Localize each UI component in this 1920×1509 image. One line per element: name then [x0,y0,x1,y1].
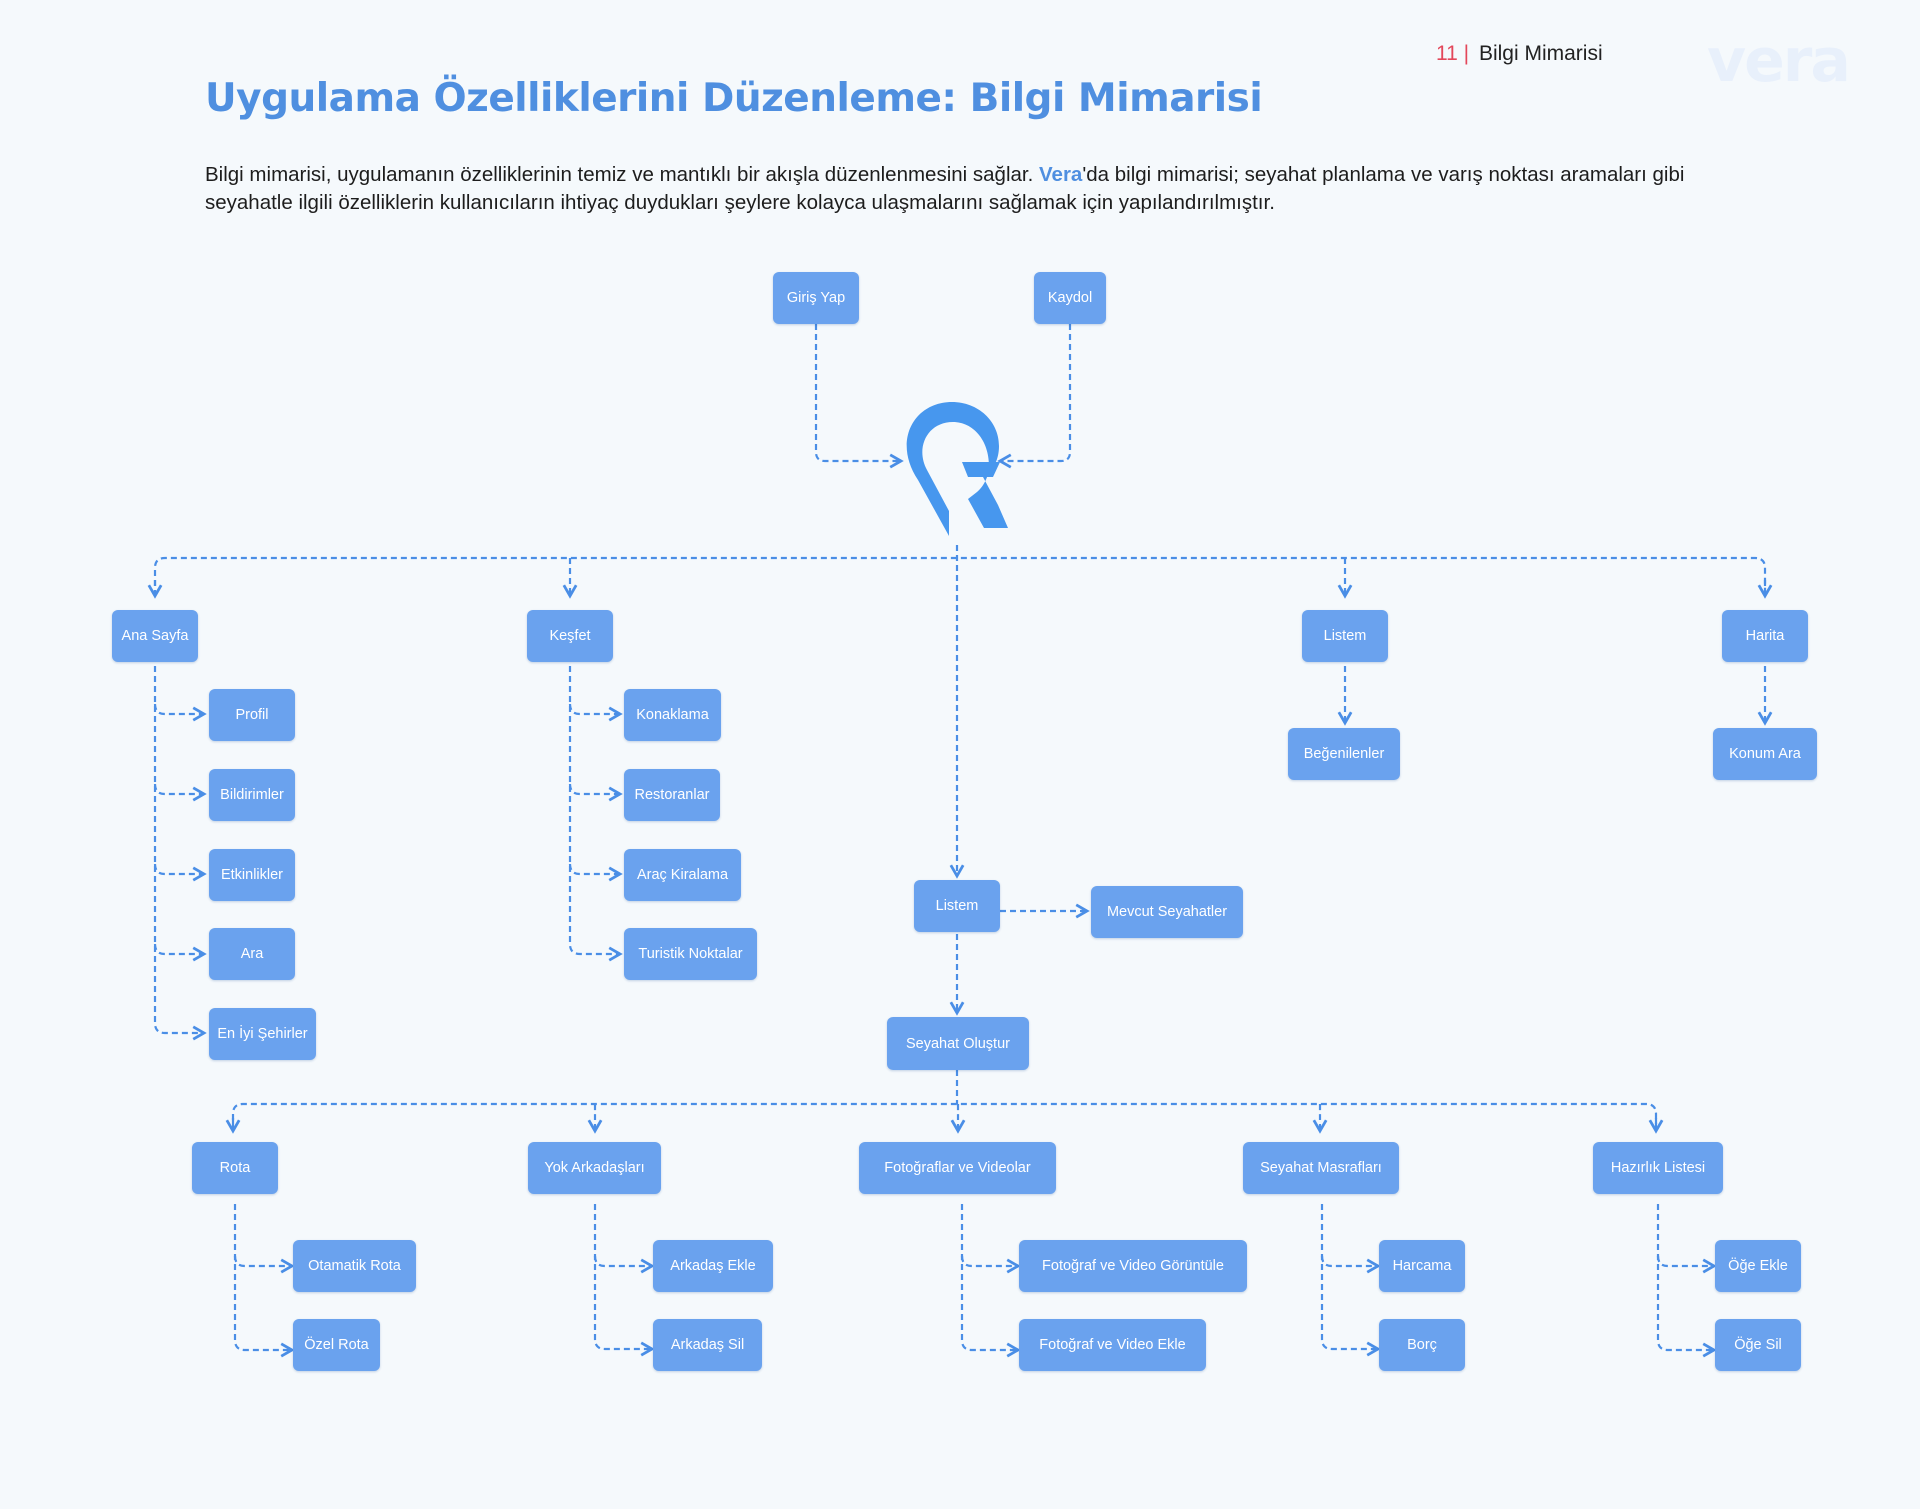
page-description: Bilgi mimarisi, uygulamanın özelliklerin… [205,161,1745,217]
node-kesfet[interactable]: Keşfet [527,610,613,662]
node-kaydol[interactable]: Kaydol [1034,272,1106,324]
node-foto-video-ekle[interactable]: Fotoğraf ve Video Ekle [1019,1319,1206,1371]
node-arac-kiralama[interactable]: Araç Kiralama [624,849,741,901]
vera-pin-logo-icon [906,402,1008,536]
node-ana-sayfa[interactable]: Ana Sayfa [112,610,198,662]
node-rota[interactable]: Rota [192,1142,278,1194]
node-seyahat-masraflari[interactable]: Seyahat Masrafları [1243,1142,1399,1194]
node-listem-center[interactable]: Listem [914,880,1000,932]
description-highlight: Vera [1039,163,1083,186]
node-restoranlar[interactable]: Restoranlar [624,769,720,821]
link-kesfet-tree [568,666,623,962]
node-borc[interactable]: Borç [1379,1319,1465,1371]
page-header: 11 | Bilgi Mimarisi [1436,42,1603,66]
link-masraf-tree [1320,1204,1381,1357]
link-kaydol-logo [997,324,1072,469]
description-text-1: Bilgi mimarisi, uygulamanın özelliklerin… [205,163,1040,186]
node-arkadas-ekle[interactable]: Arkadaş Ekle [653,1240,773,1292]
section-title: Bilgi Mimarisi [1478,42,1603,65]
node-ara[interactable]: Ara [209,928,295,980]
link-top-bus [153,556,1767,596]
node-mevcut-seyahatler[interactable]: Mevcut Seyahatler [1091,886,1243,938]
node-bildirimler[interactable]: Bildirimler [209,769,295,821]
link-ana-sayfa-tree [153,666,207,1041]
node-konaklama[interactable]: Konaklama [624,689,721,741]
node-harita[interactable]: Harita [1722,610,1808,662]
node-etkinlikler[interactable]: Etkinlikler [209,849,295,901]
node-hazirlik-listesi[interactable]: Hazırlık Listesi [1593,1142,1723,1194]
node-en-iyi-sehirler[interactable]: En İyi Şehirler [209,1008,316,1060]
brand-watermark-logo: vera [1707,26,1851,96]
node-yol-arkadaslari[interactable]: Yok Arkadaşları [528,1142,661,1194]
node-listem-top[interactable]: Listem [1302,610,1388,662]
link-giris-logo [814,324,904,469]
link-bottom-bus [231,1070,1658,1131]
node-otomatik-rota[interactable]: Otamatik Rota [293,1240,416,1292]
node-oge-ekle[interactable]: Öğe Ekle [1715,1240,1801,1292]
node-seyahat-olustur[interactable]: Seyahat Oluştur [887,1017,1029,1070]
link-hazirlik-tree [1656,1204,1717,1358]
node-arkadas-sil[interactable]: Arkadaş Sil [653,1319,762,1371]
node-giris-yap[interactable]: Giriş Yap [773,272,859,324]
node-konum-ara[interactable]: Konum Ara [1713,728,1817,780]
description-text-2: 'da bilgi mimarisi; seyahat planlama ve … [205,163,1685,214]
link-foto-tree [960,1204,1021,1358]
page-title: Uygulama Özelliklerini Düzenleme: Bilgi … [205,76,1263,121]
node-harcama[interactable]: Harcama [1379,1240,1465,1292]
page-number: 11 | [1436,42,1470,65]
node-ozel-rota[interactable]: Özel Rota [293,1319,380,1371]
link-rota-tree [233,1204,295,1358]
node-fotograflar-videolar[interactable]: Fotoğraflar ve Videolar [859,1142,1056,1194]
node-oge-sil[interactable]: Öğe Sil [1715,1319,1801,1371]
node-profil[interactable]: Profil [209,689,295,741]
link-yol-tree [593,1204,655,1357]
node-begenilenler[interactable]: Beğenilenler [1288,728,1400,780]
node-turistik-noktalar[interactable]: Turistik Noktalar [624,928,757,980]
node-foto-video-goruntule[interactable]: Fotoğraf ve Video Görüntüle [1019,1240,1247,1292]
